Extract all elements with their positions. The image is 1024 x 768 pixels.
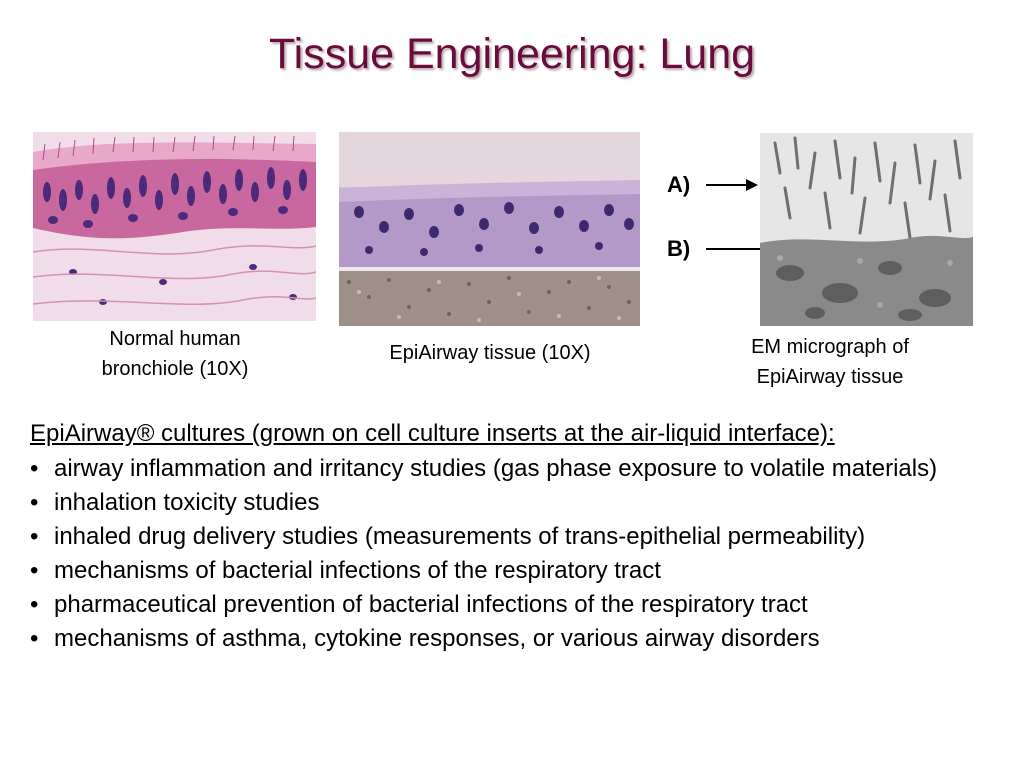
bullet-list: • airway inflammation and irritancy studi… <box>30 452 1000 656</box>
bronchiole-histology-image <box>33 132 316 321</box>
bullet-item: • inhaled drug delivery studies (measurem… <box>30 520 1000 554</box>
slide-title: Tissue Engineering: Lung <box>268 30 756 78</box>
bullet-item: • mechanisms of asthma, cytokine response… <box>30 622 1000 656</box>
em-micrograph-image <box>760 133 973 326</box>
epiairway-histology-image <box>339 132 640 326</box>
bullet-glyph: • <box>30 557 39 584</box>
bullet-text: mechanisms of asthma, cytokine responses… <box>54 625 820 652</box>
bullet-glyph: • <box>30 489 39 516</box>
bullet-glyph: • <box>30 455 39 482</box>
caption-epiairway-line1: EpiAirway tissue (10X) <box>389 342 591 364</box>
bullet-item: • pharmaceutical prevention of bacterial … <box>30 588 1000 622</box>
caption-em-line1: EM micrograph of <box>751 336 909 358</box>
caption-em-line2: EpiAirway tissue <box>756 366 904 388</box>
bullet-item: • mechanisms of bacterial infections of t… <box>30 554 1000 588</box>
caption-bronchiole-line2: bronchiole (10X) <box>101 358 249 380</box>
bullet-item: • inhalation toxicity studies <box>30 486 1000 520</box>
arrow-a-icon <box>706 179 758 191</box>
caption-bronchiole: Normal human bronchiole (10X) <box>60 324 290 384</box>
bullet-item: • airway inflammation and irritancy studi… <box>30 452 1000 486</box>
bullet-glyph: • <box>30 625 39 652</box>
bullet-glyph: • <box>30 591 39 618</box>
bullet-text: inhaled drug delivery studies (measureme… <box>54 523 866 550</box>
bullet-text: pharmaceutical prevention of bacterial i… <box>54 591 808 618</box>
caption-bronchiole-line1: Normal human <box>109 328 241 350</box>
bullet-text: airway inflammation and irritancy studie… <box>54 455 938 482</box>
marker-a-label: A) <box>667 172 691 197</box>
body-lead-text: EpiAirway® cultures (grown on cell cultu… <box>30 420 835 447</box>
bullet-glyph: • <box>30 523 39 550</box>
caption-em-micrograph: EM micrograph of EpiAirway tissue <box>700 332 960 392</box>
caption-epiairway: EpiAirway tissue (10X) <box>350 338 630 368</box>
marker-b-label: B) <box>667 236 691 261</box>
bullet-text: mechanisms of bacterial infections of th… <box>54 557 661 584</box>
bullet-text: inhalation toxicity studies <box>54 489 320 516</box>
